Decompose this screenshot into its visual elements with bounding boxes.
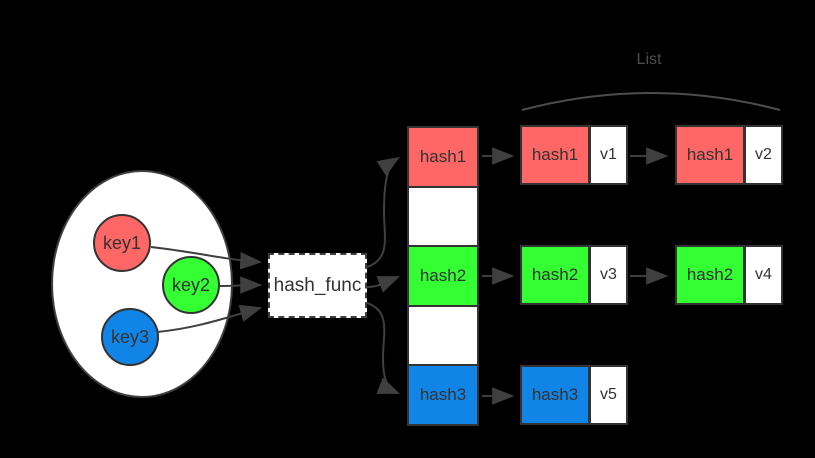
bucket-cell-hash2: hash2 <box>409 247 477 307</box>
list-node-value-cell: v4 <box>746 247 781 303</box>
bucket-cell-empty-1 <box>409 187 477 248</box>
list-node-value-cell: v3 <box>591 247 626 303</box>
key3-circle: key3 <box>101 308 159 366</box>
list-node-hash3-v5: hash3 v5 <box>520 365 628 425</box>
list-node-hash1-v1: hash1 v1 <box>520 125 628 185</box>
list-node-key-cell: hash2 <box>677 247 746 303</box>
list-node-value-cell: v5 <box>591 367 626 423</box>
list-node-hash1-v2: hash1 v2 <box>675 125 783 185</box>
arrow-hashfunc-to-hash2 <box>366 276 401 293</box>
hash-func-label: hash_func <box>273 274 362 296</box>
bucket-array: hash1 hash2 hash3 <box>407 126 479 426</box>
bucket-cell-empty-2 <box>409 306 477 367</box>
key3-label: key3 <box>110 326 150 347</box>
bucket-cell-hash3: hash3 <box>409 366 477 424</box>
list-node-key-cell: hash1 <box>677 127 746 183</box>
list-node-hash2-v4: hash2 v4 <box>675 245 783 305</box>
bucket-cell-hash1: hash1 <box>409 128 477 188</box>
list-node-value-cell: v1 <box>591 127 626 183</box>
hash-func-box: hash_func <box>268 253 367 318</box>
list-node-hash2-v3: hash2 v3 <box>520 245 628 305</box>
list-node-key-cell: hash2 <box>522 247 591 303</box>
list-node-value-cell: v2 <box>746 127 781 183</box>
key1-circle: key1 <box>93 214 151 272</box>
key2-circle: key2 <box>162 256 220 314</box>
list-brace-arc <box>521 92 781 111</box>
list-node-key-cell: hash3 <box>522 367 591 423</box>
key2-label: key2 <box>171 274 211 295</box>
list-node-key-cell: hash1 <box>522 127 591 183</box>
arrow-hashfunc-to-hash3 <box>366 302 401 394</box>
key1-label: key1 <box>102 232 142 253</box>
arrow-hashfunc-to-hash1 <box>366 156 400 268</box>
list-caption: List <box>636 51 662 68</box>
